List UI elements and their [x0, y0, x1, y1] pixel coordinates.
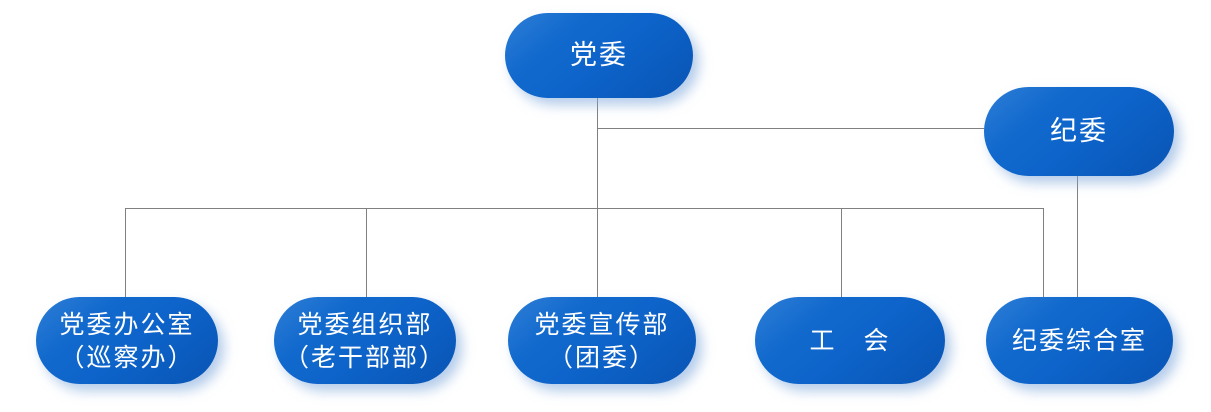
org-node-label: 党委: [570, 39, 628, 71]
org-node-label-line2: （团委）: [547, 342, 656, 372]
org-node-party-committee: 党委: [505, 13, 693, 98]
connector-drop-party-office: [125, 208, 126, 297]
connector-drop-organization-dept: [366, 208, 367, 297]
org-node-propaganda-dept: 党委宣传部 （团委）: [508, 297, 696, 384]
org-node-label-line1: 党委宣传部: [534, 309, 670, 339]
connector-drop-labor-union: [841, 208, 842, 297]
org-node-label: 纪委: [1050, 115, 1108, 147]
connector-drop-general-office: [1043, 208, 1044, 297]
org-node-label-line2: （老干部部）: [283, 342, 446, 372]
org-node-discipline-committee: 纪委: [984, 87, 1174, 176]
org-node-organization-dept: 党委组织部 （老干部部）: [274, 297, 456, 384]
org-node-discipline-general-office: 纪委综合室: [986, 297, 1173, 384]
connector-discipline-vertical: [1077, 176, 1078, 297]
connector-children-rail: [125, 208, 1043, 209]
org-node-label-line1: 工 会: [809, 326, 891, 355]
org-node-label-line2: （巡察办）: [59, 342, 195, 372]
connector-root-vertical: [597, 98, 598, 297]
connector-root-to-discipline: [597, 128, 984, 129]
org-node-party-office: 党委办公室 （巡察办）: [36, 297, 218, 384]
org-node-label-line1: 纪委综合室: [1011, 326, 1147, 355]
org-node-label-line1: 党委组织部: [297, 309, 433, 339]
org-node-label-line1: 党委办公室: [59, 309, 195, 339]
org-node-labor-union: 工 会: [755, 297, 945, 384]
